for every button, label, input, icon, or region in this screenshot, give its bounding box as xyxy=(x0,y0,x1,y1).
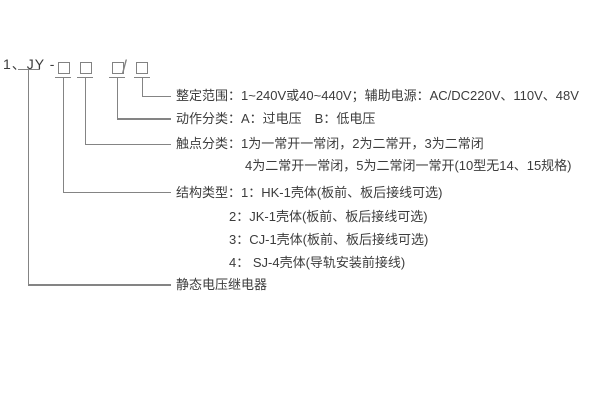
connector-product-name-vertical xyxy=(27,68,29,286)
setting-range-label: 整定范围：1~240V或40~440V；辅助电源：AC/DC220V、110V、… xyxy=(176,88,579,103)
connector-setting-range-vertical xyxy=(141,76,143,97)
action-class-label: 动作分类：A：过电压 B：低电压 xyxy=(176,111,376,126)
connector-product-name-horizontal xyxy=(27,284,171,286)
product-name-label: 静态电压继电器 xyxy=(176,277,268,292)
contact-class-label-line2: 4为二常开一常闭，5为二常闭一常开(10型无14、15规格) xyxy=(245,158,572,173)
setting-range-box xyxy=(136,62,148,74)
structure-type-label-line2: 2：JK-1壳体(板前、板后接线可选) xyxy=(229,209,428,224)
connector-contact-class-horizontal xyxy=(84,143,171,145)
connector-setting-range-horizontal xyxy=(141,95,171,97)
model-number-prefix: 1、JY - xyxy=(3,56,56,72)
slash-separator: / xyxy=(122,57,128,77)
contact-class-label-line1: 触点分类：1为一常开一常闭，2为二常开，3为二常闭 xyxy=(176,136,484,151)
connector-contact-class-vertical xyxy=(84,76,86,145)
structure-type-label-line4: 4： SJ-4壳体(导轨安装前接线) xyxy=(229,255,406,270)
contact-class-box xyxy=(80,62,92,74)
connector-structure-type-vertical xyxy=(62,76,64,193)
connector-action-class-horizontal xyxy=(116,118,171,120)
connector-action-class-vertical xyxy=(116,76,118,120)
connector-structure-type-horizontal xyxy=(62,191,171,193)
action-class-box xyxy=(111,62,124,74)
structure-type-box xyxy=(58,62,70,74)
structure-type-label-line3: 3：CJ-1壳体(板前、板后接线可选) xyxy=(229,232,429,247)
tick-under-jy xyxy=(18,68,40,70)
structure-type-label-line1: 结构类型：1：HK-1壳体(板前、板后接线可选) xyxy=(176,185,443,200)
